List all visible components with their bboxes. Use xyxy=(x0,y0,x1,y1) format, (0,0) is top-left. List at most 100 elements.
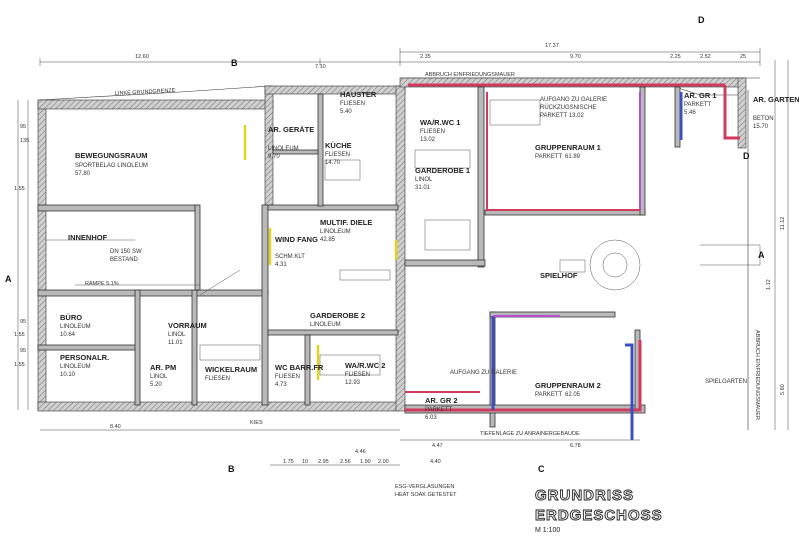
svg-text:KÜCHE: KÜCHE xyxy=(325,141,352,150)
svg-text:GRUPPENRAUM 1: GRUPPENRAUM 1 xyxy=(535,143,601,152)
svg-text:BETON: BETON xyxy=(753,116,774,122)
svg-text:61.89: 61.89 xyxy=(565,154,581,160)
svg-text:15.70: 15.70 xyxy=(753,124,769,130)
dimension-label: 135 xyxy=(20,138,29,144)
room-buero: BÜRO LINOLEUM 10.64 xyxy=(60,313,91,338)
west-building-walls xyxy=(37,85,406,412)
svg-text:5.40: 5.40 xyxy=(340,109,352,115)
esg-note-1: ESG-VERGLASUNGEN xyxy=(395,484,454,490)
title-line-2: ERDGESCHOSS xyxy=(535,507,663,524)
svg-text:11.01: 11.01 xyxy=(168,340,183,346)
dimension-label: 4.40 xyxy=(430,459,441,465)
room-warwc2: WA/R.WC 2 FLIESEN 12.93 xyxy=(345,361,385,386)
svg-text:10.64: 10.64 xyxy=(60,332,76,338)
section-marker-b-top: B xyxy=(231,58,238,68)
dimension-label: 25 xyxy=(740,54,746,60)
room-arpm: AR. PM LINOL 5.20 xyxy=(150,363,176,388)
dimension-label: 95 xyxy=(20,124,26,130)
dimension-label: 12.60 xyxy=(135,54,149,60)
room-vorraum: VORRAUM LINOL 11.01 xyxy=(168,321,207,346)
svg-text:HAUSTER: HAUSTER xyxy=(340,90,377,99)
svg-text:PERSONALR.: PERSONALR. xyxy=(60,353,109,362)
dimension-label: 1.55 xyxy=(14,362,25,368)
dimension-label: 11.12 xyxy=(780,217,786,230)
svg-text:4.31: 4.31 xyxy=(275,262,287,268)
svg-text:FLIESEN: FLIESEN xyxy=(325,152,350,158)
fixtures xyxy=(45,99,761,376)
room-garderobe1: GARDEROBE 1 LINOL 31.01 xyxy=(415,166,470,191)
svg-text:31.01: 31.01 xyxy=(415,185,431,191)
dimension-label: 17.37 xyxy=(545,43,559,49)
dimension-labels: 12.60 7.10 17.37 2.35 9.70 2.25 2.52 25 … xyxy=(14,43,786,465)
dimension-label: 2.56 xyxy=(340,459,351,465)
room-argr1: AR. GR 1 PARKETT 5.46 xyxy=(684,91,717,116)
svg-text:WA/R.WC 1: WA/R.WC 1 xyxy=(420,118,460,127)
svg-text:LINOLEUM: LINOLEUM xyxy=(60,324,91,330)
room-multifdiele: MULTIF. DIELE LINOLEUM 42.85 xyxy=(320,218,372,243)
highlight-walls xyxy=(405,83,740,440)
svg-text:LINOL: LINOL xyxy=(415,177,433,183)
svg-text:BESTAND: BESTAND xyxy=(110,257,139,263)
svg-text:LINOLEUM: LINOLEUM xyxy=(268,146,299,152)
dimension-label: 95 xyxy=(20,319,26,325)
room-innenhof: INNENHOF DN 150 SW BESTAND xyxy=(68,233,142,263)
svg-text:GRUPPENRAUM 2: GRUPPENRAUM 2 xyxy=(535,381,601,390)
svg-text:PARKETT: PARKETT xyxy=(535,392,563,398)
svg-text:AR. PM: AR. PM xyxy=(150,363,176,372)
svg-text:SPORTBELAG LINOLEUM: SPORTBELAG LINOLEUM xyxy=(75,163,148,169)
svg-text:PARKETT: PARKETT xyxy=(684,102,712,108)
svg-text:LINOL: LINOL xyxy=(168,332,186,338)
dimension-label: 8.40 xyxy=(110,424,121,430)
dimension-lines xyxy=(17,48,789,466)
svg-text:LINOLEUM: LINOLEUM xyxy=(320,229,351,235)
section-marker-a-left: A xyxy=(5,274,12,284)
svg-text:AR. GERÄTE: AR. GERÄTE xyxy=(268,125,314,134)
svg-text:SCHM.KLT: SCHM.KLT xyxy=(275,254,305,260)
ramp-note: RAMPE 5.1% xyxy=(85,281,119,287)
svg-text:LINOL: LINOL xyxy=(150,374,168,380)
svg-text:6.03: 6.03 xyxy=(425,415,437,421)
svg-text:FLIESEN: FLIESEN xyxy=(345,372,370,378)
svg-text:BÜRO: BÜRO xyxy=(60,313,82,322)
title-scale: M 1:100 xyxy=(535,527,560,534)
room-argr2: AR. GR 2 PARKETT 6.03 xyxy=(425,396,458,421)
dimension-label: 10 xyxy=(302,459,308,465)
svg-text:GARDEROBE 2: GARDEROBE 2 xyxy=(310,311,365,320)
boundary-top-note: ABBRUCH EINFRIEDUNGSMAUER xyxy=(425,72,515,78)
room-gruppenraum2: GRUPPENRAUM 2 PARKETT 62.05 xyxy=(535,381,601,398)
spielgarten-label: SPIELGARTEN xyxy=(705,379,747,385)
svg-text:5.20: 5.20 xyxy=(150,382,162,388)
room-wcbarfr: WC BARR.FR FLIESEN 4.73 xyxy=(275,363,324,388)
room-argartengerate: AR. GARTEN-GERÄTE BETON 15.70 xyxy=(753,95,799,130)
svg-text:DN 150 SW: DN 150 SW xyxy=(110,249,142,255)
svg-text:FLIESEN: FLIESEN xyxy=(420,129,445,135)
yellow-markers xyxy=(243,125,398,380)
dimension-label: 2.95 xyxy=(318,459,329,465)
svg-text:AUFGANG ZU GALERIE: AUFGANG ZU GALERIE xyxy=(540,97,607,103)
svg-text:BEWEGUNGSRAUM: BEWEGUNGSRAUM xyxy=(75,151,148,160)
kies-note: KIES xyxy=(250,420,263,426)
dimension-label: 1.12 xyxy=(766,279,772,290)
svg-text:4.73: 4.73 xyxy=(275,382,287,388)
boundary-right-note: ABBRUCH EINFRIEDUNGSMAUER xyxy=(754,330,760,420)
section-marker-c-bottom: C xyxy=(538,464,545,474)
dimension-label: 2.52 xyxy=(700,54,711,60)
svg-text:62.05: 62.05 xyxy=(565,392,581,398)
room-wickelraum: WICKELRAUM FLIESEN xyxy=(205,365,257,382)
svg-text:AR. GARTEN-GERÄTE: AR. GARTEN-GERÄTE xyxy=(753,95,799,104)
svg-text:FLIESEN: FLIESEN xyxy=(340,101,365,107)
svg-text:5.46: 5.46 xyxy=(684,110,696,116)
section-marker-d-right: D xyxy=(743,151,750,161)
svg-text:SPIELHOF: SPIELHOF xyxy=(540,271,578,280)
dimension-label: 6.78 xyxy=(570,443,581,449)
section-marker-a-right: A xyxy=(758,250,765,260)
room-warwc1: WA/R.WC 1 FLIESEN 13.02 xyxy=(420,118,460,143)
room-argerate: AR. GERÄTE LINOLEUM 9.70 xyxy=(268,125,314,160)
svg-text:LINOLEUM: LINOLEUM xyxy=(310,322,341,328)
dimension-label: 1.75 xyxy=(283,459,294,465)
section-markers: A A B B C D D xyxy=(5,15,765,474)
room-hauster: HAUSTER FLIESEN 5.40 xyxy=(340,90,377,115)
svg-text:42.85: 42.85 xyxy=(320,237,336,243)
svg-text:LINOLEUM: LINOLEUM xyxy=(60,364,91,370)
dimension-label: 95 xyxy=(20,348,26,354)
